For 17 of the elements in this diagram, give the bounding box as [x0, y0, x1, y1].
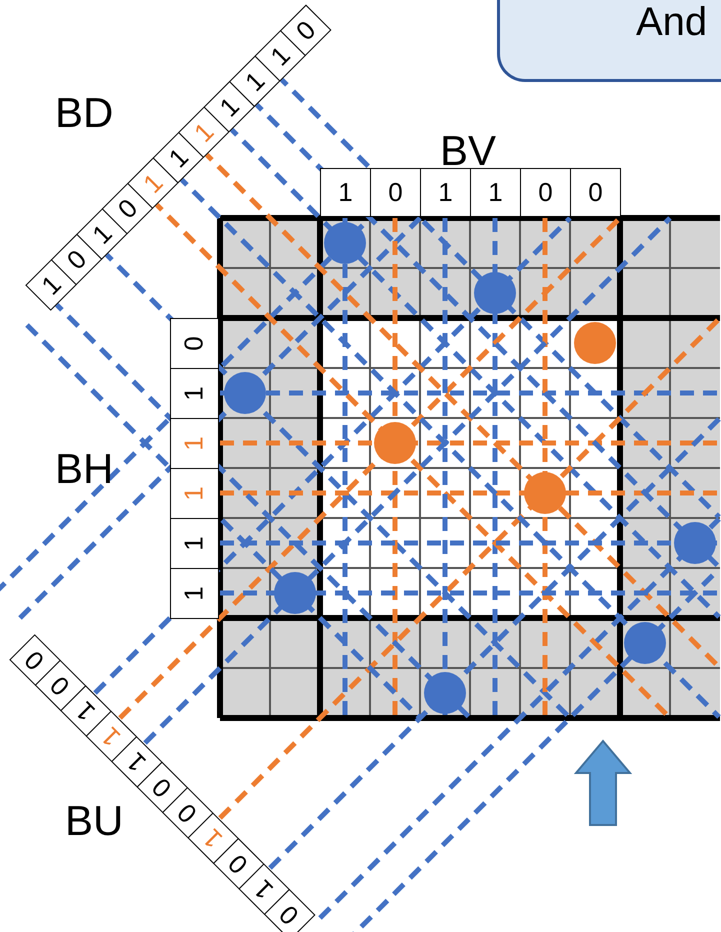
vector-name: BD — [55, 92, 114, 134]
bit-value: 1 — [170, 568, 219, 619]
bit-value: 1 — [320, 168, 371, 217]
bit-value: 0 — [570, 168, 621, 217]
box-text: And — [636, 2, 708, 42]
bit-value: 1 — [170, 468, 219, 519]
vector-name: BH — [55, 448, 114, 490]
bit-value: 1 — [170, 368, 219, 419]
bit-value: 1 — [420, 168, 471, 217]
bit-value: 0 — [520, 168, 571, 217]
bit-value: 1 — [170, 518, 219, 569]
bit-value: 1 — [170, 418, 219, 469]
vector-name: BU — [65, 800, 124, 842]
rounded-box — [497, 0, 721, 82]
bit-value: 0 — [370, 168, 421, 217]
bit-value: 1 — [470, 168, 521, 217]
bit-value: 0 — [170, 318, 219, 369]
